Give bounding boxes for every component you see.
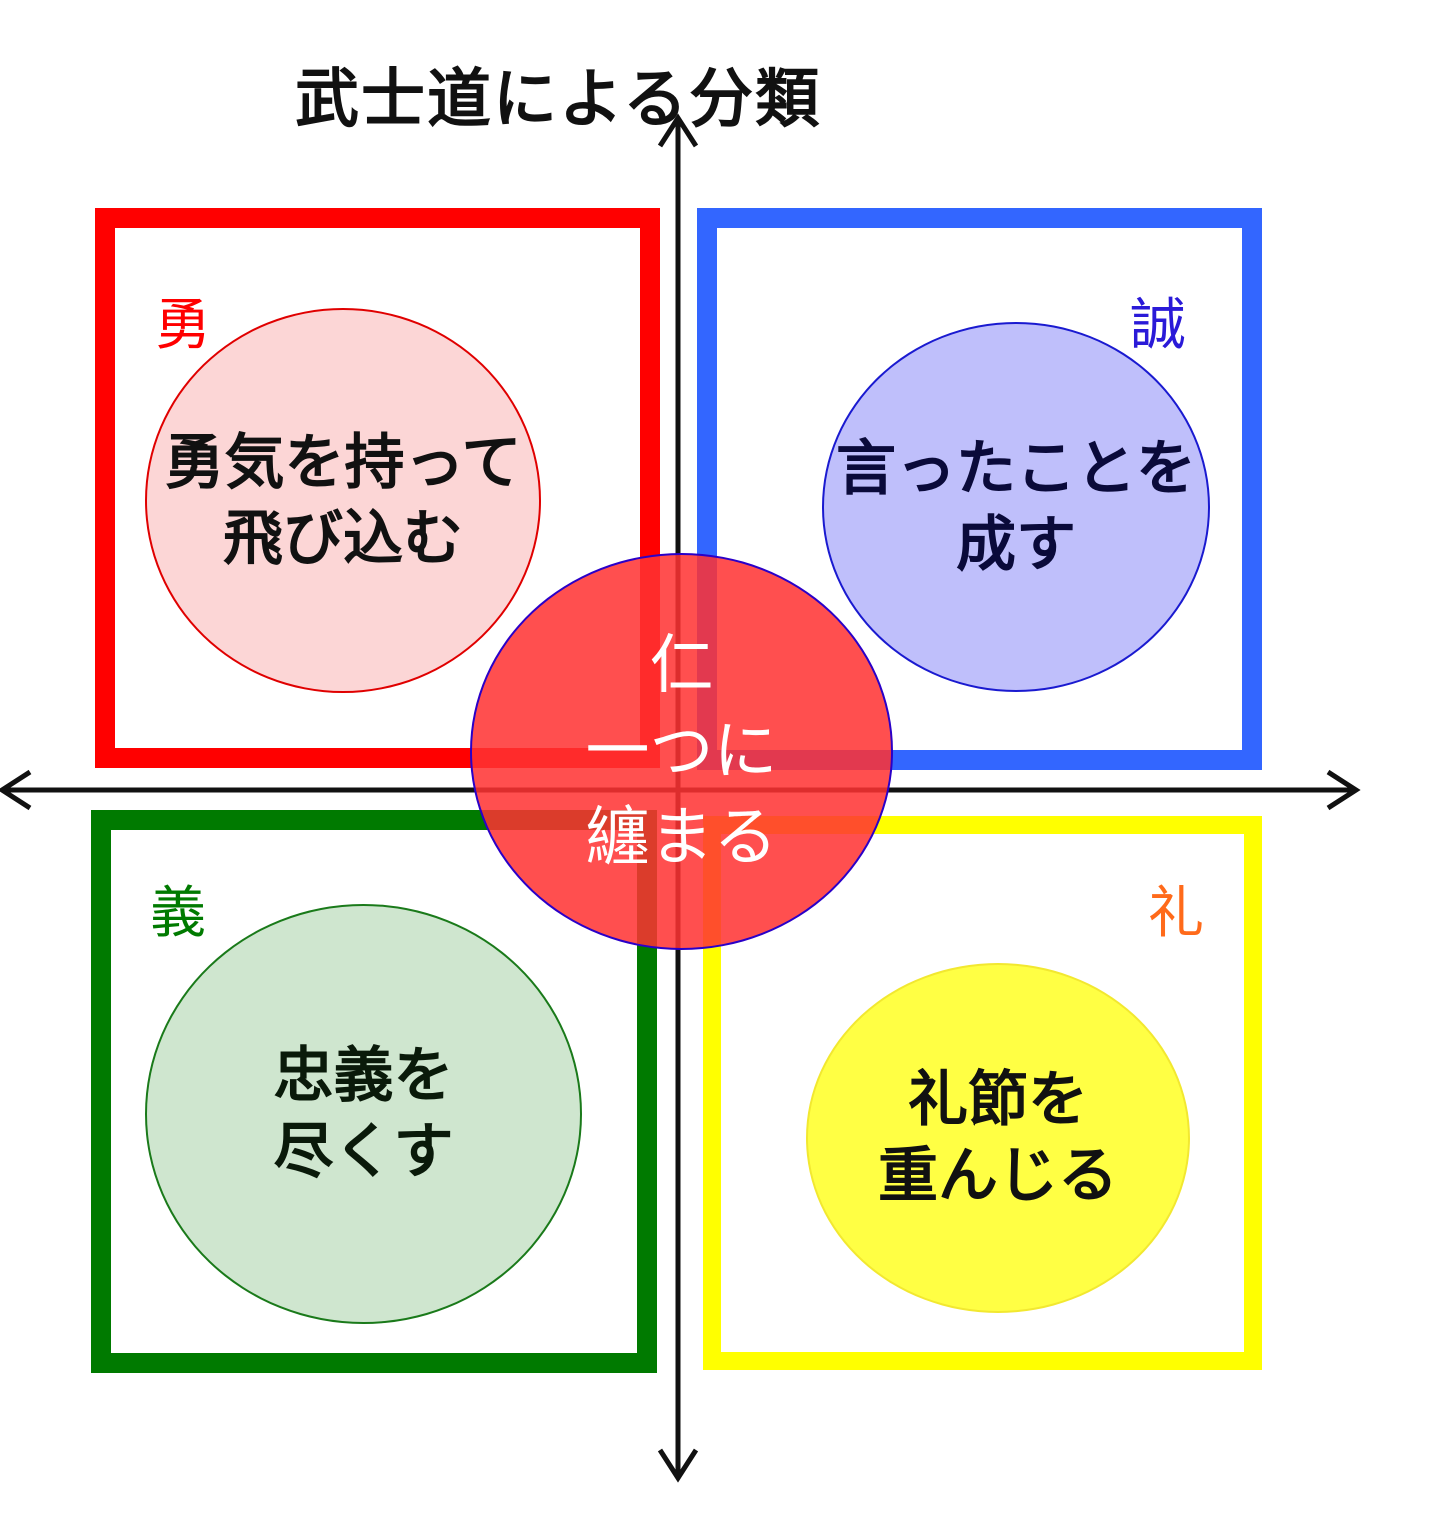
rei-text-line2: 重んじる xyxy=(878,1141,1118,1211)
circle-yu: 勇気を持って 飛び込む xyxy=(145,308,541,693)
label-sei: 誠 xyxy=(1130,293,1186,358)
yu-text-line2: 飛び込む xyxy=(223,503,463,574)
sei-text-line2: 成す xyxy=(956,510,1076,580)
sei-text-line1: 言ったことを xyxy=(836,434,1196,504)
gi-text-line1: 忠義を xyxy=(273,1041,454,1111)
circle-sei: 言ったことを 成す xyxy=(822,322,1210,692)
jin-text-line3: 纏まる xyxy=(585,800,778,875)
box-gi xyxy=(91,810,657,1373)
yu-text-line1: 勇気を持って xyxy=(164,427,522,498)
rei-text-line1: 礼節を xyxy=(908,1065,1088,1135)
circle-gi: 忠義を 尽くす xyxy=(145,904,582,1324)
diagram-title: 武士道による分類 xyxy=(295,62,822,137)
gi-text-line2: 尽くす xyxy=(273,1117,454,1187)
label-yu: 勇 xyxy=(155,293,211,358)
jin-text-line2: 一つに xyxy=(585,714,778,789)
jin-text-line1: 仁 xyxy=(649,628,714,703)
label-rei: 礼 xyxy=(1148,881,1204,946)
circle-jin: 仁 一つに 纏まる xyxy=(470,553,893,950)
circle-rei: 礼節を 重んじる xyxy=(806,963,1190,1313)
label-gi: 義 xyxy=(150,881,206,946)
